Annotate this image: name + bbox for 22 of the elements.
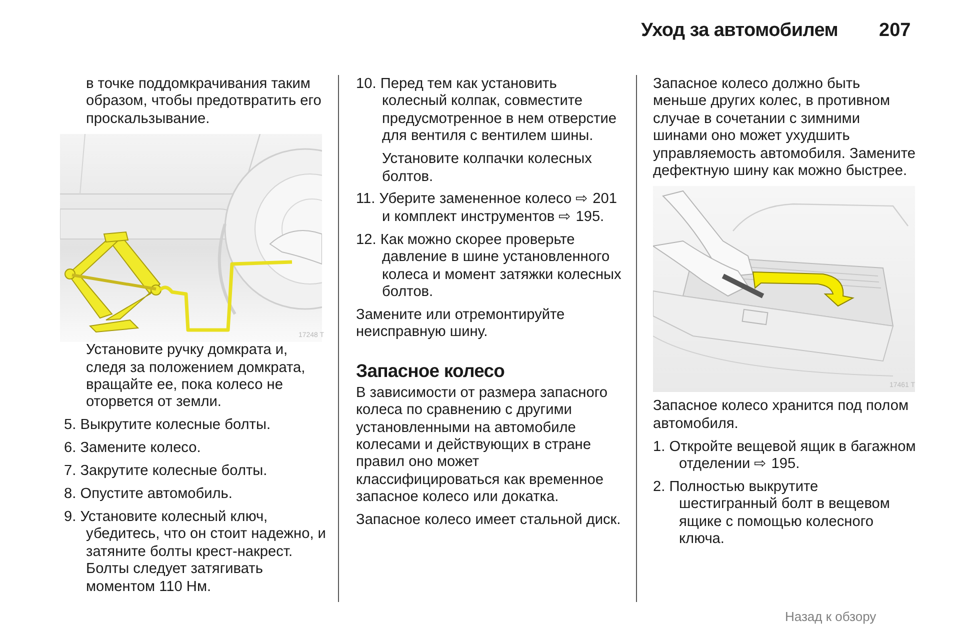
paragraph: В зависимости от размера запасного колеса по сравнению с другими установленными на автомобиле колесами и действующих в стране правил оно может классифицироваться как временное запасное колесо или докатка. bbox=[356, 384, 608, 507]
list-item: 11. Уберите замененное колесо ⇨ 201 и комплект инструментов ⇨ 195. bbox=[356, 191, 618, 226]
list-item: 12. Как можно скорее проверьте давление в шине установленного колеса и момент затяжки колесных болтов. bbox=[356, 232, 622, 302]
list-item: 1. Откройте вещевой ящик в багажном отделении ⇨ 195. bbox=[653, 438, 917, 474]
list-item: 8. Опустите автомобиль. bbox=[64, 486, 234, 504]
list-item: 2. Полностью выкрутите шестигранный болт в вещевом ящике с помощью колесного ключа. bbox=[653, 479, 891, 549]
paragraph: Запасное колесо имеет стальной диск. bbox=[356, 512, 622, 530]
paragraph: Запасное колесо должно быть меньше других колес, в противном случае в сочетании с зимними шинами оно может ухудшить управляемость автомобиля. Замените дефектную шину как можно быстрее. bbox=[653, 76, 916, 180]
paragraph: Установите ручку домкрата и, следя за положением домкрата, вращайте ее, пока колесо не оторвется от земли. bbox=[85, 342, 306, 412]
paragraph: Запасное колесо хранится под полом автомобиля. bbox=[653, 398, 910, 434]
list-item: 5. Выкрутите колесные болты. bbox=[64, 417, 272, 435]
section-heading: Запасное колесо bbox=[356, 360, 506, 382]
back-link: Назад к обзору bbox=[785, 609, 876, 624]
paragraph: Установите колпачки колесных болтов. bbox=[381, 151, 593, 186]
paragraph: в точке поддомкрачивания таким образом, чтобы предотвратить его проскальзывание. bbox=[85, 76, 322, 128]
page-header-title: Уход за автомобилем bbox=[641, 20, 838, 42]
list-item: 10. Перед тем как установить колесный колпак, совместите предусмотренное в нем отверстие для вентиля с вентилем шины. bbox=[356, 76, 618, 146]
list-item: 6. Замените колесо. bbox=[64, 440, 202, 458]
list-item: 9. Установите колесный ключ, убедитесь, что он стоит надежно, и затяните болты крест-накрест. Болты следует затягивать моментом 110 Нм. bbox=[64, 508, 326, 596]
paragraph: Замените или отремонтируйте неисправную шину. bbox=[356, 306, 566, 342]
page-number: 207 bbox=[879, 20, 911, 42]
list-item: 7. Закрутите колесные болты. bbox=[64, 463, 268, 481]
